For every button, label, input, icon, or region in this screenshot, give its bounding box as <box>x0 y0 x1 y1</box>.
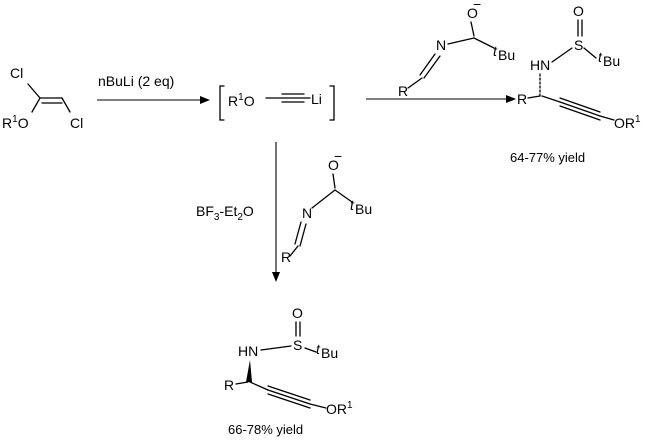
yield-bottom: 66-78% yield <box>228 422 303 437</box>
bracket-right <box>329 85 335 121</box>
atom-cl-right: Cl <box>70 115 83 131</box>
atom-r-prod-bottom: R <box>224 377 234 393</box>
atom-cl-top: Cl <box>10 65 23 81</box>
bond-c-o <box>31 97 41 113</box>
reagent-nbuli: nBuLi (2 eq) <box>98 73 174 89</box>
svg-text:−: − <box>473 0 481 12</box>
arrow-step-2 <box>366 95 516 103</box>
atom-r1o-ynolate: R1O <box>228 92 255 109</box>
svg-text:Bu: Bu <box>321 345 338 361</box>
atom-r1o: R1O <box>2 114 29 131</box>
atom-r-top: R <box>398 83 408 99</box>
svg-text:−: − <box>334 148 342 164</box>
sulfinimine-reagent-middle: O − N t Bu R <box>281 148 372 265</box>
svg-text:Bu: Bu <box>498 47 515 63</box>
atom-or1-prod-bottom: OR1 <box>326 400 353 417</box>
atom-r-prod-top: R <box>517 91 527 107</box>
starting-material: Cl Cl R1O <box>2 65 83 131</box>
atom-s-prod-bottom: S <box>293 337 302 353</box>
atom-o-mid: O <box>328 157 339 173</box>
atom-li: Li <box>311 91 322 107</box>
product-top: O S HN t Bu R OR1 64-77% yield <box>510 3 641 165</box>
atom-r-mid: R <box>281 249 291 265</box>
yield-top: 64-77% yield <box>510 150 585 165</box>
atom-o-top: O <box>467 5 478 21</box>
sulfinimine-reagent-top: O − N t Bu R <box>398 0 515 99</box>
product-bottom: O S HN t Bu R OR1 66-78% yield <box>224 305 353 437</box>
arrow-step-3: BF3-Et2O <box>196 142 280 282</box>
svg-text:Bu: Bu <box>603 53 620 69</box>
atom-n-mid: N <box>302 205 312 221</box>
atom-hn-prod-bottom: HN <box>238 343 258 359</box>
reagent-bf3: BF3-Et2O <box>196 203 254 223</box>
intermediate-lithium-ynolate: R1O Li <box>219 85 335 121</box>
atom-o-prod-top: O <box>573 3 584 19</box>
bond-c-cl2 <box>61 97 71 113</box>
svg-text:t: t <box>350 197 355 213</box>
atom-n-top: N <box>436 37 446 53</box>
arrow-step-1: nBuLi (2 eq) <box>97 73 210 104</box>
svg-text:t: t <box>598 49 603 65</box>
bracket-left <box>219 85 225 121</box>
atom-hn-prod-top: HN <box>530 57 550 73</box>
svg-text:t: t <box>493 43 498 59</box>
atom-or1-prod-top: OR1 <box>614 114 641 131</box>
atom-o-prod-bottom: O <box>292 305 303 321</box>
svg-text:t: t <box>316 341 321 357</box>
atom-s-prod-top: S <box>574 37 583 53</box>
bond-c-cl <box>27 83 41 99</box>
svg-text:Bu: Bu <box>355 201 372 217</box>
